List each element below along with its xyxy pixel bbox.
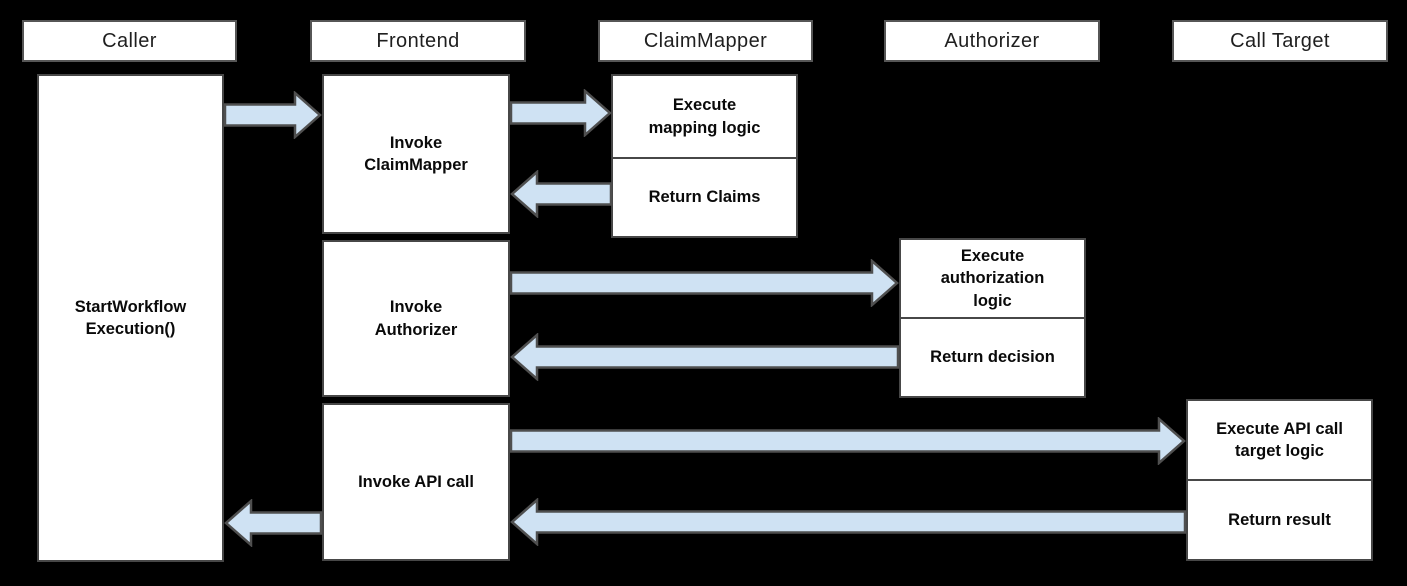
lane-header-caller: Caller	[22, 20, 237, 62]
arrow-frontend-to-authorizer-icon	[510, 259, 899, 307]
step-return-claims: Return Claims	[613, 159, 796, 236]
arrow-frontend-to-claimmapper-icon	[510, 89, 612, 137]
step-label: Return result	[1228, 510, 1331, 529]
arrow-authorizer-to-frontend-icon	[510, 333, 899, 381]
step-invoke-authorizer: Invoke Authorizer	[322, 240, 510, 397]
arrow-frontend-to-calltarget-icon	[510, 417, 1186, 465]
step-label: Execute authorization logic	[940, 247, 1045, 310]
arrow-claimmapper-to-frontend-icon	[510, 170, 612, 218]
arrow-caller-to-frontend-icon	[224, 91, 322, 139]
step-invoke-claimmapper: Invoke ClaimMapper	[322, 74, 510, 234]
step-label: Return decision	[930, 348, 1055, 367]
step-label: Return Claims	[648, 188, 761, 207]
lane-header-frontend: Frontend	[310, 20, 526, 62]
step-label: Invoke Authorizer	[374, 298, 458, 339]
lane-header-calltarget: Call Target	[1172, 20, 1388, 62]
lane-header-authorizer: Authorizer	[884, 20, 1100, 62]
step-invoke-api-call: Invoke API call	[322, 403, 510, 561]
authorizer-steps: Execute authorization logic Return decis…	[899, 238, 1086, 398]
step-label: Invoke ClaimMapper	[364, 133, 468, 174]
step-label: Invoke API call	[358, 472, 474, 491]
step-return-result: Return result	[1188, 481, 1371, 559]
step-label: Execute mapping logic	[648, 96, 761, 137]
step-execute-api-call-target-logic: Execute API call target logic	[1188, 401, 1371, 481]
arrow-frontend-to-caller-icon	[224, 499, 322, 547]
calltarget-steps: Execute API call target logic Return res…	[1186, 399, 1373, 561]
step-label: StartWorkflow Execution()	[74, 297, 187, 338]
step-startworkflow-execution: StartWorkflow Execution()	[37, 74, 224, 562]
step-execute-mapping-logic: Execute mapping logic	[613, 76, 796, 159]
step-label: Execute API call target logic	[1216, 419, 1343, 460]
arrow-calltarget-to-frontend-icon	[510, 498, 1186, 546]
step-execute-authorization-logic: Execute authorization logic	[901, 240, 1084, 319]
lane-header-claimmapper: ClaimMapper	[598, 20, 813, 62]
claimmapper-steps: Execute mapping logic Return Claims	[611, 74, 798, 238]
step-return-decision: Return decision	[901, 319, 1084, 396]
